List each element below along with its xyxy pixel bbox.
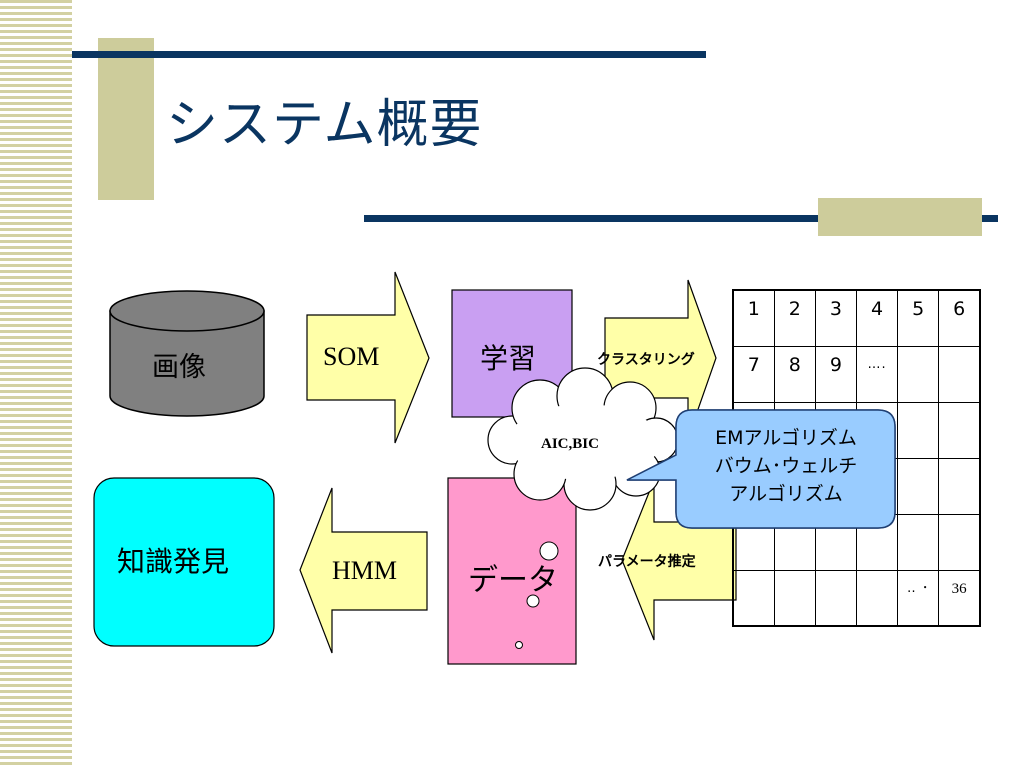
grid-cell xyxy=(938,457,981,515)
thought-bubble-large xyxy=(539,541,559,561)
grid-cell: 6 xyxy=(938,289,981,347)
grid-cell: 36 xyxy=(938,569,981,627)
callout-text: EMアルゴリズム バウム･ウェルチ アルゴリズム xyxy=(676,424,896,508)
title-rule-bottom xyxy=(364,215,998,222)
grid-cell xyxy=(938,345,981,403)
grid-cell: 1 xyxy=(732,289,775,347)
thought-bubble-small xyxy=(515,641,523,649)
grid-row: 1 2 3 4 5 6 xyxy=(732,289,981,347)
grid-row: ‥ ･ 36 xyxy=(732,569,981,627)
grid-cell xyxy=(897,513,940,571)
clustering-label: クラスタリング xyxy=(597,352,695,368)
grid-cell xyxy=(773,513,816,571)
image-database-cylinder xyxy=(109,290,265,417)
thought-bubble-medium xyxy=(526,594,540,608)
grid-cell xyxy=(855,569,899,627)
grid-cell xyxy=(855,513,899,571)
grid-cell: ‥ ･ xyxy=(897,569,940,627)
som-arrow xyxy=(306,271,430,444)
title-accent-block xyxy=(98,38,154,200)
knowledge-discovery-box xyxy=(93,477,275,647)
callout-line: バウム･ウェルチ xyxy=(714,455,858,477)
grid-cell: 8 xyxy=(773,345,816,403)
grid-cell: 9 xyxy=(814,345,857,403)
grid-cell xyxy=(732,569,775,627)
grid-cell xyxy=(814,513,857,571)
grid-cell: 2 xyxy=(773,289,816,347)
grid-row xyxy=(732,513,981,571)
grid-row: 7 8 9 …. xyxy=(732,345,981,403)
slide-title: システム概要 xyxy=(166,95,483,155)
rule-accent-block xyxy=(818,198,982,236)
image-label: 画像 xyxy=(152,352,206,383)
learning-label: 学習 xyxy=(480,342,537,375)
grid-cell xyxy=(897,457,940,515)
grid-cell: 5 xyxy=(897,289,940,347)
callout-line: アルゴリズム xyxy=(729,483,843,505)
grid-cell: 7 xyxy=(732,345,775,403)
parameter-estimation-label: パラメータ推定 xyxy=(598,554,696,570)
knowledge-discovery-label: 知識発見 xyxy=(117,545,230,578)
grid-cell: 4 xyxy=(855,289,899,347)
grid-cell xyxy=(773,569,816,627)
grid-cell: …. xyxy=(855,345,899,403)
callout-line: EMアルゴリズム xyxy=(715,427,857,449)
grid-cell xyxy=(897,401,940,459)
grid-cell xyxy=(938,401,981,459)
data-label: データ xyxy=(468,563,558,598)
hmm-label: HMM xyxy=(332,556,398,585)
cloud-label: AIC,BIC xyxy=(541,436,599,452)
data-box xyxy=(447,477,577,665)
striped-margin xyxy=(0,0,72,768)
title-rule-top xyxy=(72,51,706,58)
hmm-arrow xyxy=(299,487,428,654)
grid-cell: 3 xyxy=(814,289,857,347)
grid-cell xyxy=(732,513,775,571)
grid-cell xyxy=(814,569,857,627)
grid-cell xyxy=(897,345,940,403)
grid-cell xyxy=(938,513,981,571)
som-label: SOM xyxy=(323,342,380,371)
